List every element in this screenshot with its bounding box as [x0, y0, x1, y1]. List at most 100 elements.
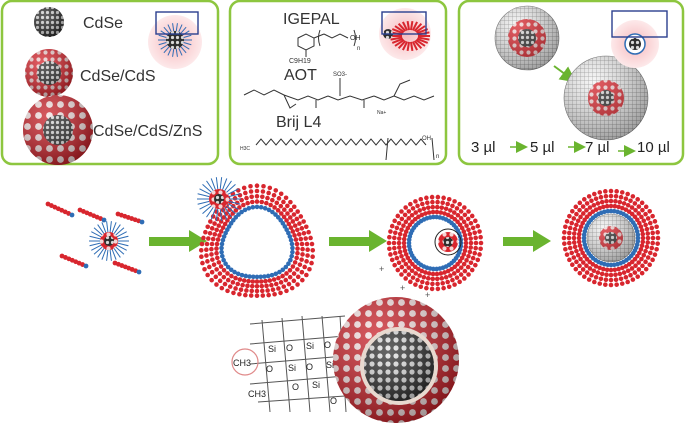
micelle-bead [390, 258, 395, 263]
micelle-bead [471, 226, 476, 231]
micelle-bead [574, 212, 579, 217]
micelle-bead [573, 227, 578, 232]
micelle-bead [304, 224, 309, 229]
micelle-bead [574, 249, 579, 254]
svg-text:+: + [379, 264, 384, 274]
micelle-bead [641, 253, 646, 258]
micelle-bead [239, 287, 244, 292]
micelle-bead [464, 223, 469, 228]
micelle-bead [466, 272, 471, 277]
micelle-bead [459, 272, 464, 277]
stage-1-components [46, 202, 145, 275]
micelle-bead [654, 224, 659, 229]
micelle-bead [609, 273, 614, 278]
micelle-bead [399, 254, 404, 259]
stage-3-qd-in-micelle: + + + [379, 195, 483, 300]
micelle-bead [420, 202, 425, 207]
micelle-bead [216, 237, 221, 242]
micelle-bead [635, 197, 640, 202]
micelle-bead [655, 230, 660, 235]
micelle-bead [242, 278, 247, 283]
micelle-bead [597, 190, 602, 195]
micelle-bead [407, 272, 412, 277]
micelle-bead [457, 280, 462, 285]
micelle-bead [255, 189, 260, 194]
micelle-bead [477, 229, 482, 234]
micelle-bead [649, 246, 654, 251]
micelle-bead [231, 291, 236, 296]
micelle-bead [259, 284, 264, 289]
micelle-bead [578, 201, 583, 206]
micelle-bead [259, 205, 264, 210]
surfactant-ray [118, 243, 129, 246]
micelle-bead [305, 247, 310, 252]
micelle-bead [263, 279, 268, 284]
micelle-bead [567, 236, 572, 241]
micelle-bead [210, 242, 215, 247]
micelle-bead [475, 224, 480, 229]
micelle-bead [290, 242, 295, 247]
micelle-bead [292, 212, 297, 217]
micelle-bead [276, 276, 281, 281]
micelle-bead [633, 270, 638, 275]
capped-qd [89, 221, 129, 261]
micelle-bead [411, 275, 416, 280]
micelle-bead [578, 257, 583, 262]
micelle-bead [574, 205, 579, 210]
micelle-bead [238, 277, 243, 282]
micelle-bead [596, 270, 601, 275]
micelle-bead [255, 289, 260, 294]
micelle-bead [625, 192, 630, 197]
micelle-bead [292, 271, 297, 276]
micelle-bead [645, 240, 650, 245]
micelle-bead [417, 273, 422, 278]
micelle-bead [463, 245, 468, 250]
atom-label: O [266, 364, 273, 374]
micelle-bead [205, 273, 210, 278]
micelle-bead [264, 201, 269, 206]
micelle-bead [624, 196, 629, 201]
micelle-bead [631, 277, 636, 282]
micelle-bead [479, 241, 484, 246]
micelle-bead [403, 269, 408, 274]
micelle-bead [408, 280, 413, 285]
micelle-bead [440, 200, 445, 205]
micelle-bead [296, 275, 301, 280]
micelle-bead [248, 184, 253, 189]
micelle-bead [609, 194, 614, 199]
micelle-bead [266, 293, 271, 298]
micelle-bead [214, 228, 219, 233]
micelle-bead [281, 284, 286, 289]
micelle-bead [411, 206, 416, 211]
surfactant-bead [102, 218, 107, 223]
surfactant-ray [110, 250, 111, 261]
micelle-bead [413, 282, 418, 287]
micelle-bead [255, 194, 260, 199]
micelle-bead [589, 199, 594, 204]
cdse-particle [34, 7, 64, 37]
micelle-bead [303, 236, 308, 241]
micelle-bead [649, 226, 654, 231]
surfactant-name-1: IGEPAL [283, 11, 340, 28]
micelle-bead [295, 246, 300, 251]
micelle-bead [403, 248, 408, 253]
svg-text:+: + [400, 283, 405, 293]
micelle-bead [388, 229, 393, 234]
micelle-bead [431, 272, 436, 277]
micelle-bead [395, 226, 400, 231]
micelle-bead [208, 219, 213, 224]
micelle-bead [299, 237, 304, 242]
micelle-bead [392, 236, 397, 241]
atom-label: Si [312, 380, 320, 390]
micelle-bead [401, 223, 406, 228]
micelle-bead [270, 198, 275, 203]
micelle-bead [292, 204, 297, 209]
micelle-bead [435, 210, 440, 215]
micelle-bead [466, 217, 471, 222]
micelle-bead [215, 242, 220, 247]
surfactant-bead [84, 264, 89, 269]
micelle-bead [219, 246, 224, 251]
micelle-bead [647, 209, 652, 214]
micelle-bead [587, 194, 592, 199]
